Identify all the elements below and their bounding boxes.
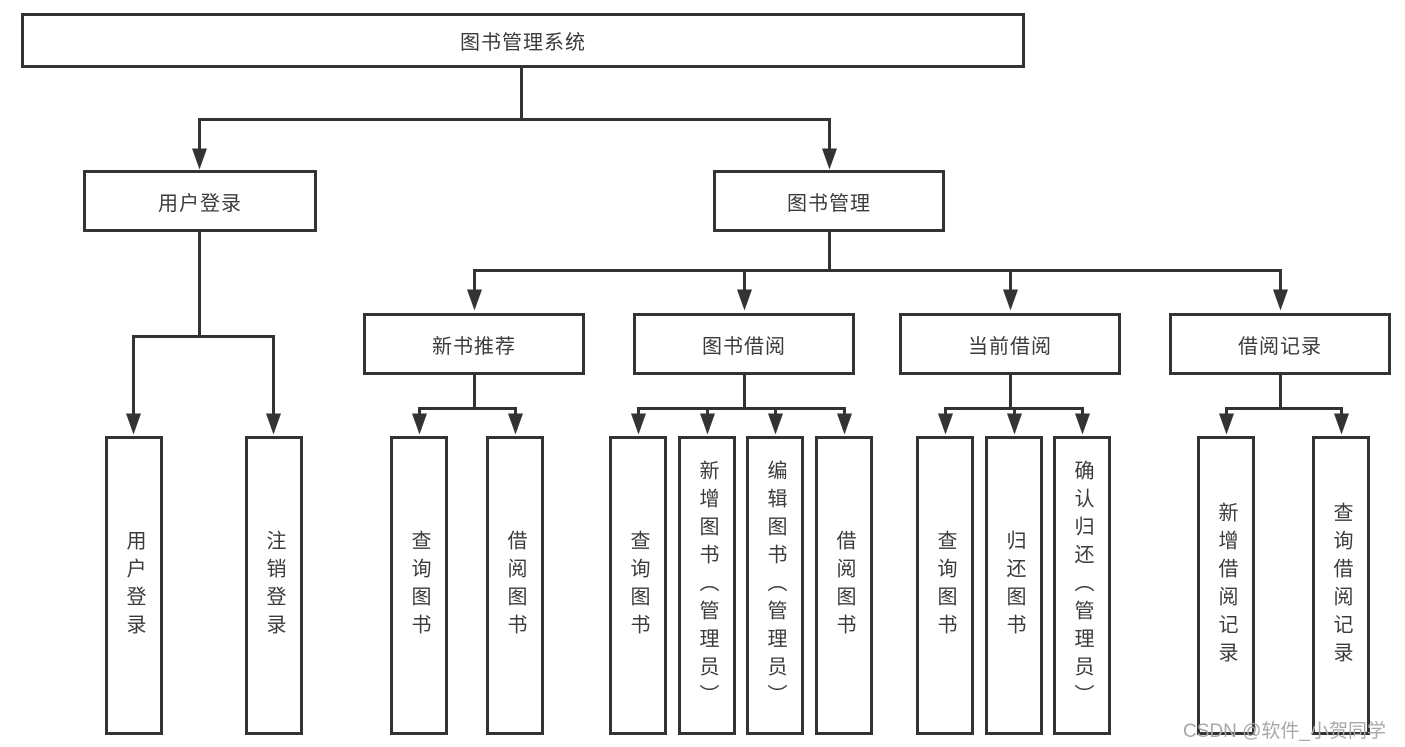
node-label: 用户登录 bbox=[123, 529, 145, 642]
node-borrow-books-recommend: 借阅图书 bbox=[486, 436, 544, 735]
connector-borrowing-records-trunk bbox=[1226, 375, 1342, 410]
node-query-books-recommend: 查询图书 bbox=[390, 436, 448, 735]
node-label: 新增图书（管理员） bbox=[696, 459, 718, 712]
node-label: 用户登录 bbox=[158, 192, 242, 215]
node-label: 归还图书 bbox=[1003, 529, 1025, 642]
node-current-borrowing: 当前借阅 bbox=[899, 313, 1121, 375]
connector-root-trunk bbox=[199, 68, 831, 121]
node-confirm-return-admin: 确认归还（管理员） bbox=[1053, 436, 1111, 735]
connector-book-management-trunk bbox=[474, 232, 1281, 272]
node-label: 查询图书 bbox=[934, 529, 956, 642]
csdn-watermark: CSDN @软件_小贺同学 bbox=[1183, 721, 1386, 742]
node-library-system-root: 图书管理系统 bbox=[21, 13, 1025, 68]
node-book-management: 图书管理 bbox=[713, 170, 945, 232]
connector-current-borrowing-trunk bbox=[945, 375, 1083, 410]
connector-book-borrowing-trunk bbox=[638, 375, 845, 410]
node-borrow-books-leaf: 借阅图书 bbox=[815, 436, 873, 735]
node-user-login: 用户登录 bbox=[83, 170, 317, 232]
node-return-books: 归还图书 bbox=[985, 436, 1043, 735]
node-logout-leaf: 注销登录 bbox=[245, 436, 303, 735]
node-edit-books-admin: 编辑图书（管理员） bbox=[746, 436, 804, 735]
node-label: 查询图书 bbox=[627, 529, 649, 642]
node-label: 新增借阅记录 bbox=[1215, 501, 1237, 670]
node-label: 图书管理系统 bbox=[460, 32, 586, 54]
node-label: 图书借阅 bbox=[702, 335, 786, 358]
connector-new-book-trunk bbox=[419, 375, 516, 410]
node-label: 图书管理 bbox=[787, 192, 871, 215]
node-label: 查询借阅记录 bbox=[1330, 501, 1352, 670]
node-label: 借阅图书 bbox=[833, 529, 855, 642]
node-borrowing-records: 借阅记录 bbox=[1169, 313, 1391, 375]
node-query-books-borrowing: 查询图书 bbox=[609, 436, 667, 735]
node-label: 新书推荐 bbox=[432, 335, 516, 358]
node-add-borrow-record: 新增借阅记录 bbox=[1197, 436, 1255, 735]
node-label: 查询图书 bbox=[408, 529, 430, 642]
node-label: 编辑图书（管理员） bbox=[764, 459, 786, 712]
node-label: 借阅记录 bbox=[1238, 335, 1322, 358]
node-add-books-admin: 新增图书（管理员） bbox=[678, 436, 736, 735]
node-query-borrow-record: 查询借阅记录 bbox=[1312, 436, 1370, 735]
node-new-book-recommendation: 新书推荐 bbox=[363, 313, 585, 375]
connector-user-login-trunk bbox=[133, 232, 274, 338]
node-label: 确认归还（管理员） bbox=[1071, 459, 1093, 712]
node-user-login-leaf: 用户登录 bbox=[105, 436, 163, 735]
node-book-borrowing: 图书借阅 bbox=[633, 313, 855, 375]
node-label: 当前借阅 bbox=[968, 335, 1052, 358]
node-query-books-current: 查询图书 bbox=[916, 436, 974, 735]
node-label: 借阅图书 bbox=[504, 529, 526, 642]
node-label: 注销登录 bbox=[263, 529, 285, 642]
